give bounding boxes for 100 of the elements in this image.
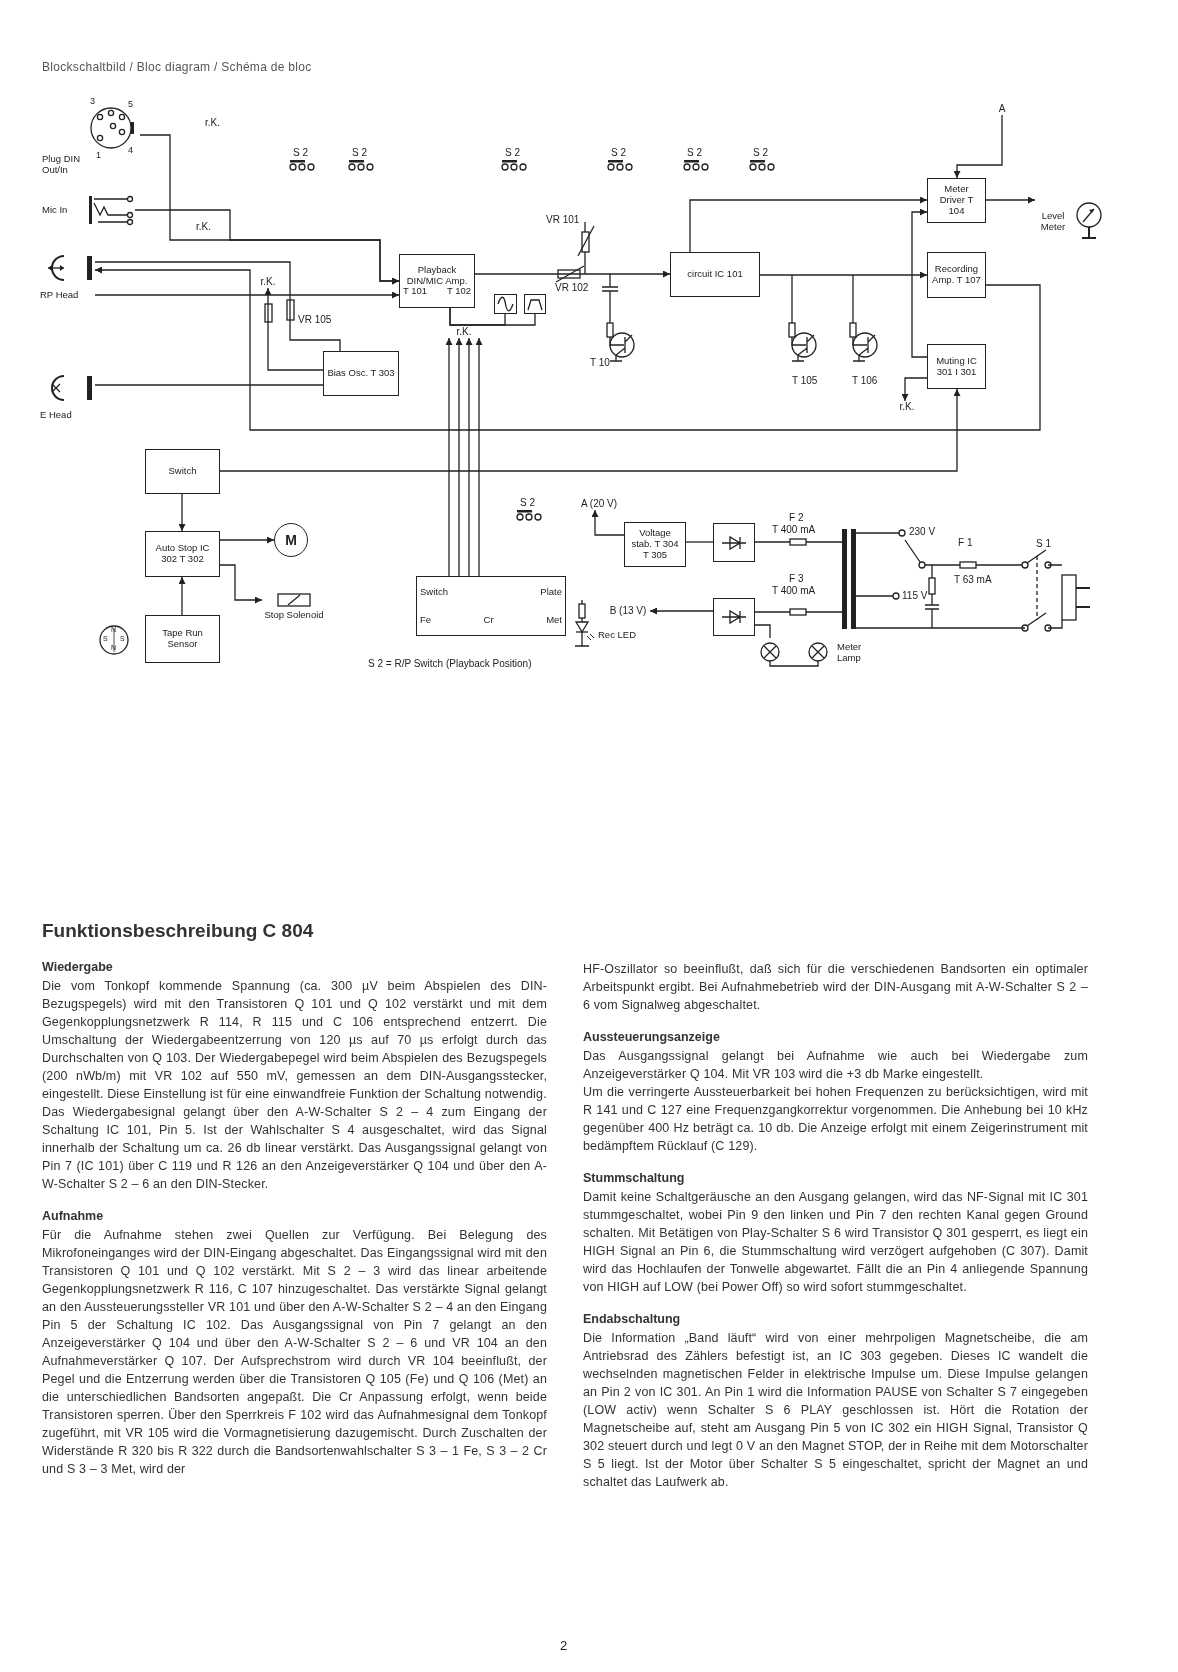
arrow [901,377,928,402]
block-label: Recording Amp. T 107 [931,264,982,286]
block-label: Bias Osc. T 303 [327,368,395,379]
connector-line [685,541,714,543]
part-label: T 400 mA [772,524,816,535]
arrow [94,266,1041,431]
part-label: S 2 [352,147,367,158]
part-label: F 3 [789,573,804,584]
rectifier-block [713,523,755,562]
arrow [985,196,1036,204]
block-label: Voltage stab. T 304 T 305 [630,528,680,561]
part-label: S 2 [293,147,308,158]
component-label: RP Head [40,290,80,301]
motor-label: M [285,531,297,549]
pin-number: 4 [128,145,133,156]
subheading: Aussteuerungsanzeige [583,1030,721,1044]
section-heading: Funktionsbeschreibung C 804 [42,920,314,942]
circuit-block [927,344,986,389]
connector-line [754,624,771,639]
part-label: T 10 [590,357,610,368]
paragraph: Die Information „Band läuft“ wird von einer mehrpoligen Magnetscheibe, die am Antriebsrad des Zählers befestigt ist, an IC 303 gegeben. Dieses IC wandelt die wechselnden magnetischen Felder in elektrische Impulse um. Diese Impulse gelangen an Pin 2 von IC 301. An Pin 1 wird die Information PAUSE von Schalter S 7 eingegeben (LOW activ) wenn Schalter S 6 PLAY geschlossen ist. Hört die Rotation der Magnetscheibe auf, steht am Ausgang Pin 5 von IC 302 ein HIGH Signal, Transistor Q 302 steuert durch und legt 0 V an den Magnet STOP, der in Reihe mit dem Motorschalter S 5 liegt. Ist der Motor über Schalter S 5 eingeschaltet, spricht der Magnet an und schaltet das Laufwerk ab. [583,1330,1088,1491]
page-number: 2 [560,1638,568,1653]
circuit-block [927,252,986,298]
part-label: VR 101 [546,214,580,225]
part-label: T 105 [792,375,818,386]
paragraph: Damit keine Schaltgeräusche an den Ausgang gelangen, wird das NF-Signal mit IC 301 stummgeschaltet, wobei Pin 9 den linken und Pin 7 den rechten Kanal gegen Ground schalten. Mit Betätigen von Play-Schalter S 6 wird Transistor Q 301 gesperrt, es liegt ein HIGH Signal an Pin 6, die Stummschaltung wird verzögert aufgehoben (C 307). Damit wird das Hochlaufen der Tonwelle abgewartet. Fällt die an Pin 4 anliegende Spannung von HIGH auf LOW (bei Power Off) so wird sofort stummgeschaltet. [583,1189,1088,1296]
subheading: Stummschaltung [583,1171,686,1185]
part-label: T 106 [852,375,878,386]
block-label: Switch [168,466,197,477]
circuit-block [624,522,686,567]
signal-label: r.K. [897,401,917,413]
part-label: S 2 [687,147,702,158]
component-label: Mic In [42,205,69,216]
arrow [475,337,483,577]
block-label: Plate [540,586,562,598]
block-label: Fe [420,614,432,626]
pin-number: 3 [90,96,95,107]
part-label: S 2 [520,497,535,508]
circuit-block [145,449,220,494]
block-label: Switch [420,586,448,598]
signal-label: A [997,103,1007,115]
circuit-block [145,615,220,663]
component-label: Meter Lamp [837,642,863,664]
arrow [465,337,473,577]
circuit-block [927,178,986,223]
part-label: S 2 [611,147,626,158]
circuit-block [399,254,475,308]
block-label: Met [546,614,562,626]
signal-label: r.K. [444,326,484,338]
arrow [178,493,186,532]
connector-line [94,261,341,352]
signal-label: B (13 V) [606,605,650,617]
signal-label: A (20 V) [578,498,620,510]
arrow [689,196,928,253]
component-label: Level Meter [1039,211,1067,233]
part-label: S 2 = R/P Switch (Playback Position) [368,658,532,669]
circuit-block [323,351,399,396]
arrow [94,291,400,299]
arrow [474,270,671,278]
paragraph: Das Ausgangssignal gelangt bei Aufnahme wie auch bei Wiedergabe zum Anzeigeverstärker Q 104. Mit VR 103 wird die +3 db Marke eingestellt. [583,1048,1088,1083]
part-label: F 1 [958,537,973,548]
part-label: F 2 [789,512,804,523]
subheading: Wiedergabe [42,960,114,974]
arrow [911,208,928,358]
block-label: Tape Run Sensor [161,628,204,650]
block-label: T 102 [446,286,471,298]
rectifier-block [713,598,755,636]
paragraph: Das Wiedergabesignal gelangt über den A-W-Schalter S 2 – 4 zum Eingang der Schaltung IC 101, Pin 5. Ist der Wahlschalter S 4 ausgeschaltet, wird das Signal innerhalb der Schaltung um ca. 26 db linear verstärkt. Das Ausgangssignal gelangt von Pin 7 (IC 101) über C 119 und R 126 an den Anzeigeverstärker Q 104 und über den A-W-Schalter S 2 – 6 an den DIN-Stecker. [42,1104,547,1193]
part-label: 115 V [902,590,928,601]
part-label: 230 V [909,526,936,537]
circuit-block [145,531,220,577]
component-label: Rec LED [598,630,637,641]
arrow [219,388,961,472]
subheading: Aufnahme [42,1209,105,1223]
paragraph: HF-Oszillator so beeinflußt, daß sich für die verschiedenen Bandsorten ein optimaler Arbeitspunkt ergibt. Bei Aufnahmebetrieb wird der DIN-Ausgang mit A-W-Schalter S 2 – 6 vom Signalweg abgeschaltet. [583,961,1088,1014]
part-label: S 1 [1036,538,1051,549]
arrow [134,209,400,285]
block-label: T 101 [403,286,428,298]
pin-number: 1 [96,150,101,161]
part-label: T 63 mA [954,574,992,585]
arrow [591,509,625,536]
block-label: Playback DIN/MIC Amp. [405,264,469,287]
subheading: Endabschaltung [583,1312,682,1326]
arrow [953,114,1003,179]
arrow [219,564,263,604]
arrow [759,271,928,279]
connector-line [94,384,324,386]
paragraph: Um die verringerte Aussteuerbarkeit bei hohen Frequenzen zu berücksichtigen, wird mit R 141 und C 127 eine Frequenzgangkorrektur vorgenommen. Die Anhebung bei 10 kHz gegenüber 400 Hz beträgt ca. 10 db. Die Anzeige erfolgt mit einem Zeigerinstrument mit bedämpftem Rücklauf (C 129). [583,1084,1088,1155]
block-label: Meter Driver T 104 [938,184,975,217]
part-label: r.K. [205,117,220,128]
block-label: Auto Stop IC 302 T 302 [154,543,211,565]
component-label: Plug DIN Out/In [42,154,81,176]
arrow [219,536,275,544]
arrow [178,576,186,616]
signal-label: r.K. [258,276,278,288]
part-label: r.K. [196,221,211,232]
arrow [649,607,714,615]
diagram-title: Blockschaltbild / Bloc diagram / Schéma de bloc [42,60,312,74]
part-label: VR 102 [555,282,589,293]
circuit-block [670,252,760,297]
